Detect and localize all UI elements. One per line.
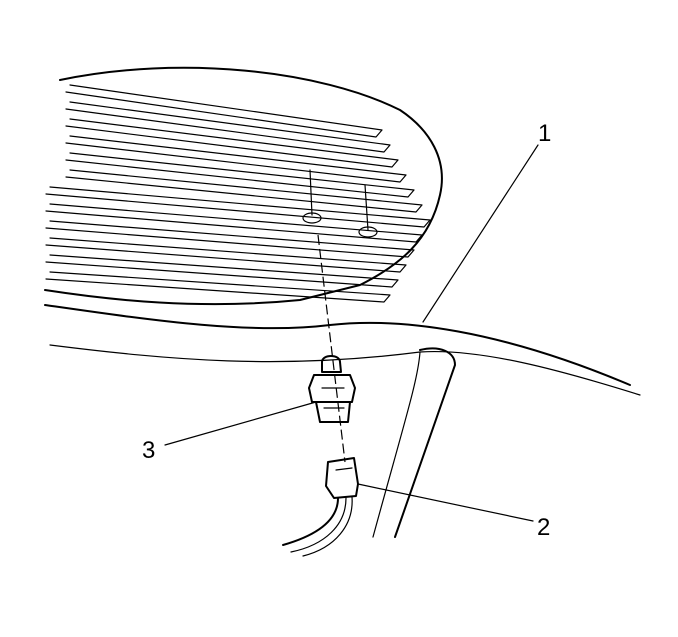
body-panel [44,304,641,538]
grille-slat [45,254,399,288]
grille-slat [45,220,415,258]
bulb-socket [308,355,356,423]
alignment-centerline [317,234,346,463]
harness-connector [282,457,359,557]
grille-slat [45,186,431,228]
leader-line-2 [357,483,534,522]
grille-slat [65,169,423,213]
grille-assembly [44,66,443,306]
callout-3: 3 [142,437,155,464]
grille-slats [45,84,431,303]
callout-1: 1 [538,120,551,147]
leader-line-3 [164,401,317,446]
leader-line-1 [422,144,539,323]
grille-slat [65,101,391,153]
grille-slat [45,237,407,273]
grille-slat [65,118,399,168]
grille-slat [65,152,415,198]
grille-slat [65,84,383,138]
grille-slat [45,203,423,243]
grille-slat [45,271,391,303]
grille-slat [65,135,407,183]
callout-2: 2 [537,514,550,541]
